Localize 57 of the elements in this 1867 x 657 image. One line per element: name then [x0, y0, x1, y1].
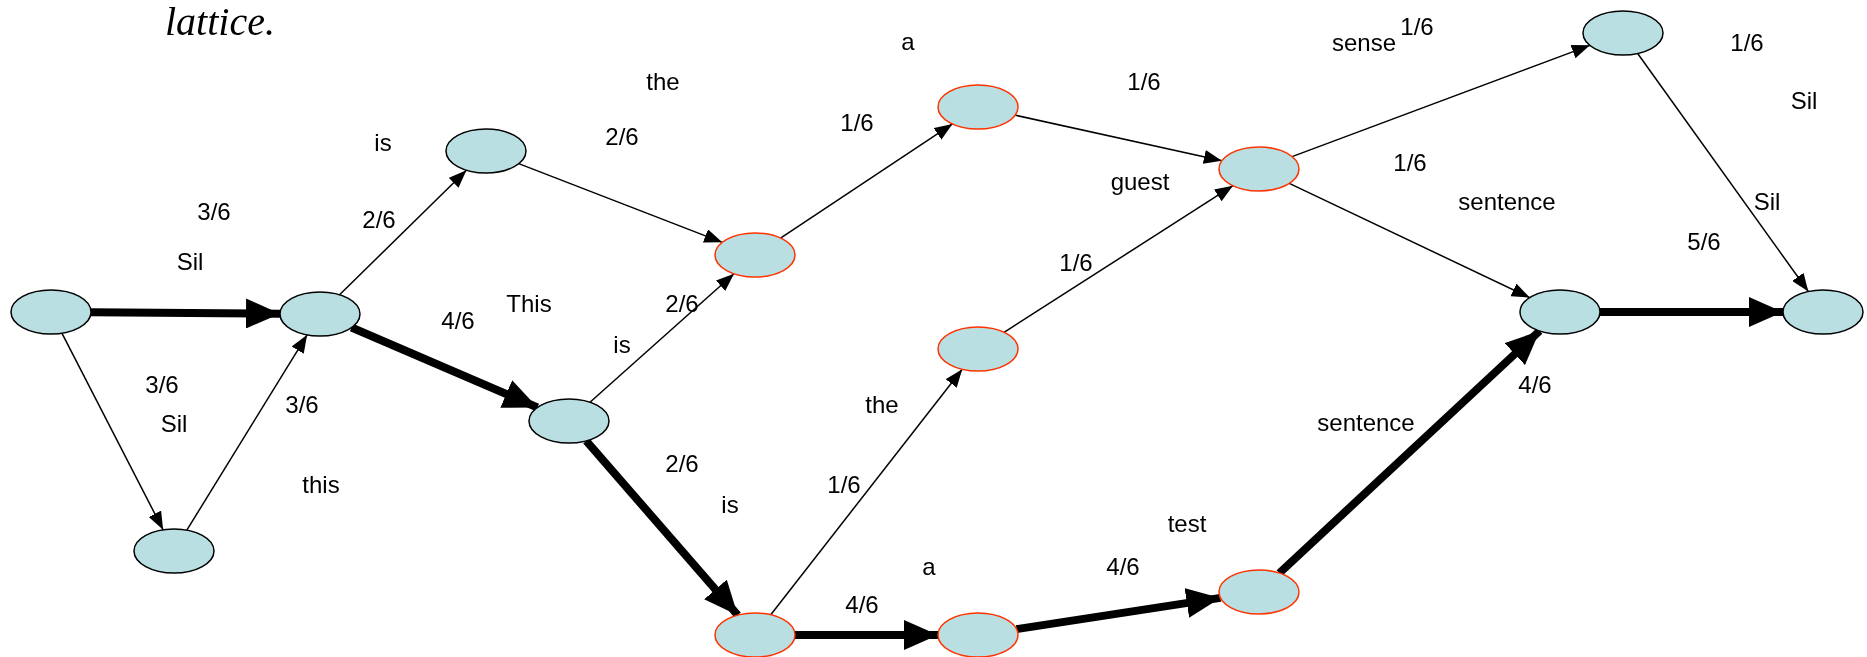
- arrow: [583, 438, 741, 618]
- lattice-label: 1/6: [827, 473, 861, 497]
- lattice-label: 1/6: [1059, 251, 1093, 275]
- lattice-label: is: [613, 333, 631, 357]
- arrow: [795, 620, 938, 650]
- lattice-label: is: [374, 131, 392, 155]
- lattice-label: sense: [1332, 31, 1396, 55]
- lattice-label: 1/6: [1393, 151, 1427, 175]
- arrow: [1291, 44, 1591, 158]
- lattice-label: test: [1167, 512, 1207, 536]
- arrow: [1003, 184, 1234, 334]
- lattice-label: 1/6: [1127, 70, 1161, 94]
- lattice-label: the: [646, 70, 680, 94]
- lattice-label: 2/6: [665, 452, 699, 476]
- lattice-label: Sil: [1753, 190, 1781, 214]
- arrow: [338, 169, 468, 296]
- lattice-label: sentence: [1458, 190, 1556, 214]
- lattice-label: 4/6: [1106, 555, 1140, 579]
- arrow: [770, 368, 963, 616]
- lattice-label: is: [721, 493, 739, 517]
- arrow: [1276, 328, 1543, 576]
- lattice-label: 2/6: [665, 292, 699, 316]
- lattice-label: 5/6: [1687, 230, 1721, 254]
- lattice-label: 3/6: [285, 393, 319, 417]
- arrow: [61, 332, 164, 531]
- title: lattice.: [165, 2, 275, 42]
- lattice-label: Sil: [176, 250, 204, 274]
- lattice-label: 1/6: [840, 111, 874, 135]
- arrow: [1015, 588, 1222, 634]
- lattice-label: guest: [1110, 170, 1170, 194]
- arrow: [349, 323, 540, 412]
- lattice-label: This: [506, 292, 552, 316]
- lattice-label: a: [901, 30, 915, 54]
- arrow: [517, 162, 724, 244]
- lattice-label: 4/6: [1518, 373, 1552, 397]
- lattice-label: the: [865, 393, 899, 417]
- lattice-label: this: [302, 473, 340, 497]
- arrow: [1288, 182, 1531, 299]
- arrow: [186, 334, 308, 531]
- lattice-label: 3/6: [145, 373, 179, 397]
- lattice-label: 1/6: [1730, 31, 1764, 55]
- lattice-label: 1/6: [1400, 15, 1434, 39]
- arrow: [1600, 297, 1783, 327]
- lattice-label: 3/6: [197, 200, 231, 224]
- arrow: [779, 123, 954, 239]
- arrow: [1636, 52, 1810, 293]
- lattice-label: Sil: [1790, 89, 1818, 113]
- lattice-label: sentence: [1317, 411, 1415, 435]
- lattice-label: 4/6: [441, 309, 475, 333]
- lattice-label: 2/6: [362, 208, 396, 232]
- lattice-label: a: [922, 555, 936, 579]
- arrow: [90, 298, 281, 329]
- arrow: [589, 273, 735, 403]
- lattice-label: 2/6: [605, 125, 639, 149]
- arrow: [1014, 114, 1223, 164]
- lattice-label: Sil: [160, 412, 188, 436]
- lattice-label: 4/6: [845, 593, 879, 617]
